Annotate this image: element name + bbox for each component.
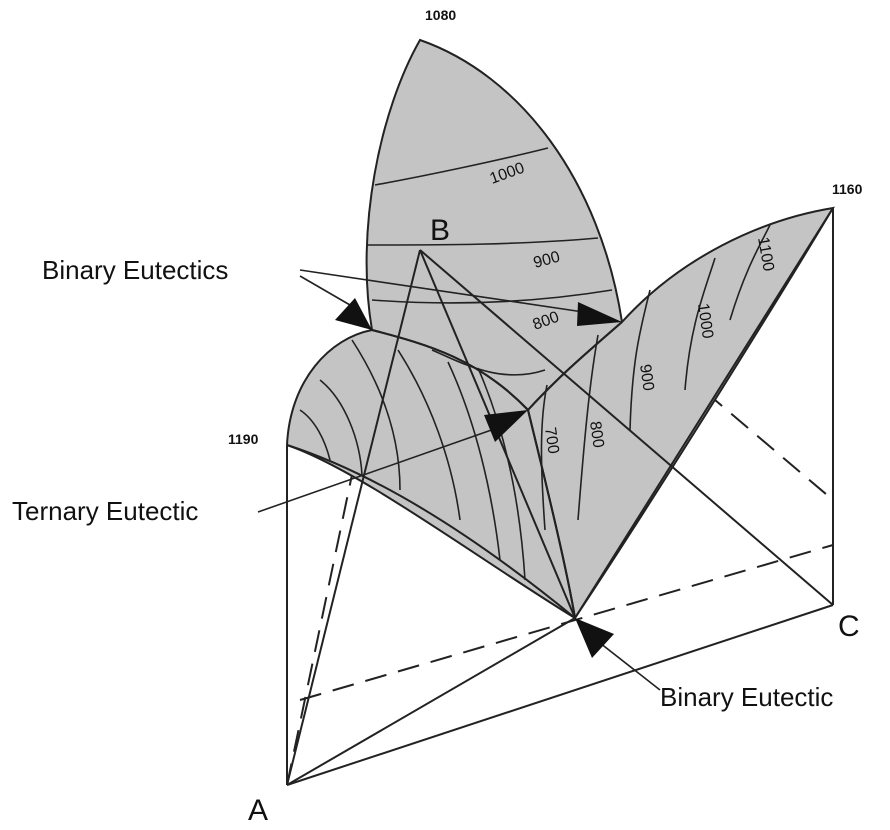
- isotherm-label-c-800: 800: [586, 420, 607, 449]
- isotherm-c-1100: [729, 224, 771, 321]
- isotherm-label-b-900: 900: [532, 249, 562, 272]
- callout-pointers: [257, 269, 661, 691]
- isotherms-a: [299, 339, 526, 581]
- line-a-to-binary-eutectic: [286, 617, 576, 786]
- isotherm-b-900: [367, 237, 599, 246]
- melting-point-a: 1190: [228, 431, 259, 447]
- base-edge-bc-hidden: [419, 149, 834, 501]
- pointer-line-ternary-eutectic: [257, 426, 501, 513]
- arrowhead-binary-eutectics-left: [335, 298, 372, 330]
- isotherm-a-4: [477, 367, 526, 581]
- base-edge-ac: [286, 604, 834, 786]
- isotherm-a-1: [351, 339, 401, 491]
- isotherm-label-c-1000: 1000: [694, 302, 716, 340]
- callout-binary-eutectics: Binary Eutectics: [42, 255, 228, 285]
- line-b-to-c: [419, 249, 834, 606]
- isotherm-c-800: [577, 334, 599, 521]
- callout-ternary-eutectic: Ternary Eutectic: [12, 496, 198, 526]
- isotherm-b-750: [431, 349, 546, 376]
- valley-bc: [527, 321, 623, 411]
- isotherm-c-900: [629, 289, 651, 431]
- callout-binary-eutectic: Binary Eutectic: [660, 682, 833, 712]
- pointer-line-binary-eutectic: [599, 642, 661, 691]
- construction-lines: [286, 207, 834, 786]
- valley-ac: [527, 409, 576, 619]
- pointer-line-binary-eutectics-right: [299, 269, 591, 314]
- isotherm-label-c-900: 900: [636, 363, 657, 392]
- surface-edge-a: [286, 444, 576, 619]
- pointer-line-binary-eutectics-left: [299, 275, 351, 306]
- vertex-label-b: B: [430, 214, 450, 247]
- isotherm-b-800: [371, 289, 613, 304]
- vertex-label-c: C: [838, 610, 860, 643]
- isotherm-c-700: [540, 384, 548, 531]
- isotherm-a-2: [397, 349, 461, 521]
- arrowhead-ternary-eutectic: [484, 410, 528, 442]
- isotherm-a-6: [299, 409, 331, 461]
- valley-ab: [371, 329, 529, 411]
- eutectic-valleys: [371, 321, 623, 619]
- isotherm-c-1000: [684, 257, 716, 391]
- isotherm-label-c-1100: 1100: [754, 236, 777, 273]
- melting-point-b: 1080: [425, 7, 456, 23]
- arrowhead-binary-eutectics-right: [577, 302, 622, 326]
- line-a-to-b: [286, 249, 421, 786]
- isotherm-a-5: [319, 379, 363, 476]
- isotherms-b: [367, 147, 613, 376]
- arrowhead-binary-eutectic: [575, 618, 614, 658]
- hidden-eutectic-line: [299, 544, 834, 701]
- isotherm-label-c-700: 700: [541, 426, 562, 455]
- surface-edge-c: [574, 207, 834, 619]
- isotherm-b-1000: [374, 147, 549, 186]
- isotherm-a-3: [447, 361, 501, 561]
- isotherms-c: [540, 224, 771, 531]
- melting-point-c: 1160: [832, 181, 863, 197]
- vertex-label-a: A: [248, 794, 268, 827]
